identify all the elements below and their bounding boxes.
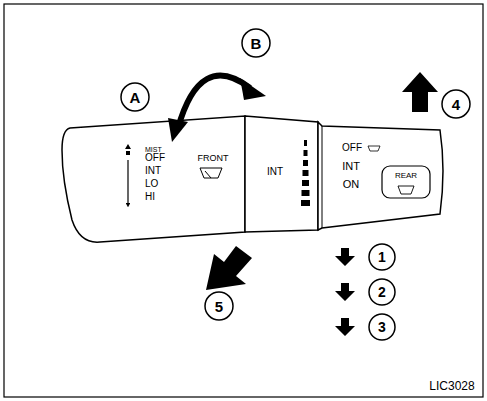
callout-circle	[369, 244, 395, 270]
switch-position: LO	[145, 179, 158, 189]
switch-position: ON	[343, 179, 360, 190]
arrowhead	[240, 78, 266, 100]
down-arrow	[335, 248, 355, 266]
switch-position: INT	[342, 161, 360, 172]
frame	[4, 4, 483, 397]
rear-knob	[318, 122, 443, 230]
interval-bar	[302, 190, 310, 196]
rear-washer-button	[382, 166, 430, 198]
callout-number: 5	[215, 299, 223, 314]
switch-position: INT	[267, 167, 283, 177]
interval-bar	[303, 170, 309, 176]
rear-wiper-icon	[398, 186, 414, 194]
switch-name: FRONT	[198, 154, 229, 163]
mist-arrow	[125, 144, 131, 149]
switch-position: MIST	[145, 146, 162, 153]
knob-edge	[322, 126, 323, 228]
callout-number: 1	[378, 250, 386, 264]
push-up-arrow	[402, 72, 438, 112]
position-arrow	[127, 160, 128, 205]
interval-bar	[301, 200, 310, 206]
callout-circle	[242, 29, 270, 57]
arrowhead	[168, 118, 188, 142]
rotate-arrow	[178, 76, 250, 128]
callout-letter: B	[251, 36, 262, 51]
callout-circle	[369, 314, 395, 340]
down-arrow	[335, 283, 355, 301]
button-label: REAR	[395, 172, 417, 180]
intermittent-ring	[245, 116, 318, 232]
callout-number: 3	[378, 320, 386, 334]
interval-bar	[304, 140, 307, 146]
switch-position: HI	[145, 192, 155, 202]
callout-circle	[369, 279, 395, 305]
callout-circle	[442, 90, 470, 118]
interval-bar	[303, 160, 308, 166]
figure-code: LIC3028	[429, 380, 474, 392]
wiper-blade	[205, 171, 211, 178]
interval-bar	[304, 150, 308, 156]
front-wiper-icon	[200, 168, 222, 178]
pull-arrow	[206, 246, 252, 290]
callout-number: 2	[378, 285, 386, 299]
rear-wiper-mini-icon	[368, 146, 380, 151]
down-arrow	[335, 318, 355, 336]
callout-circle	[205, 292, 233, 320]
switch-position: INT	[145, 166, 161, 176]
callout-number: 4	[452, 97, 460, 112]
interval-bar	[302, 180, 309, 186]
mist-mark	[126, 151, 130, 155]
stalk-body	[62, 116, 245, 242]
callout-letter: A	[130, 90, 141, 105]
switch-position: OFF	[342, 143, 362, 153]
interval-bars	[301, 140, 310, 206]
switch-position: OFF	[145, 153, 165, 163]
callout-circle	[121, 83, 149, 111]
